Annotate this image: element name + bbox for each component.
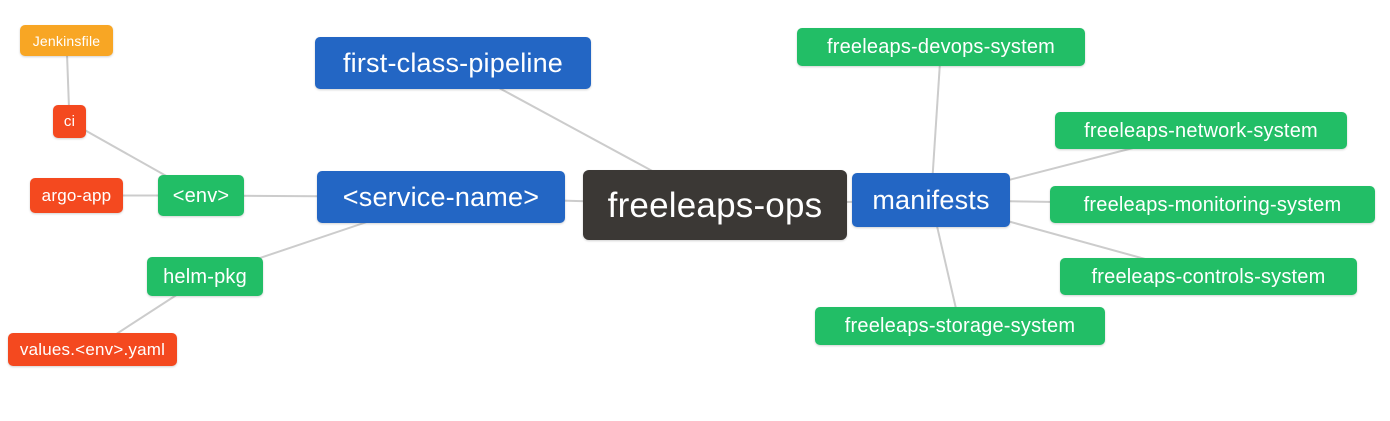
node-manifests[interactable]: manifests [852,173,1010,227]
node-freeleaps-controls-system[interactable]: freeleaps-controls-system [1060,258,1357,295]
node-ci[interactable]: ci [53,105,86,138]
node-freeleaps-storage-system[interactable]: freeleaps-storage-system [815,307,1105,345]
node-freeleaps-ops[interactable]: freeleaps-ops [583,170,847,240]
node-values-env-yaml[interactable]: values.<env>.yaml [8,333,177,366]
node-jenkinsfile[interactable]: Jenkinsfile [20,25,113,56]
node-freeleaps-monitoring-system[interactable]: freeleaps-monitoring-system [1050,186,1375,223]
node-helm-pkg[interactable]: helm-pkg [147,257,263,296]
node-first-class-pipeline[interactable]: first-class-pipeline [315,37,591,89]
node-freeleaps-network-system[interactable]: freeleaps-network-system [1055,112,1347,149]
node-freeleaps-devops-system[interactable]: freeleaps-devops-system [797,28,1085,66]
node-service-name[interactable]: <service-name> [317,171,565,223]
node-env[interactable]: <env> [158,175,244,216]
node-argo-app[interactable]: argo-app [30,178,123,213]
